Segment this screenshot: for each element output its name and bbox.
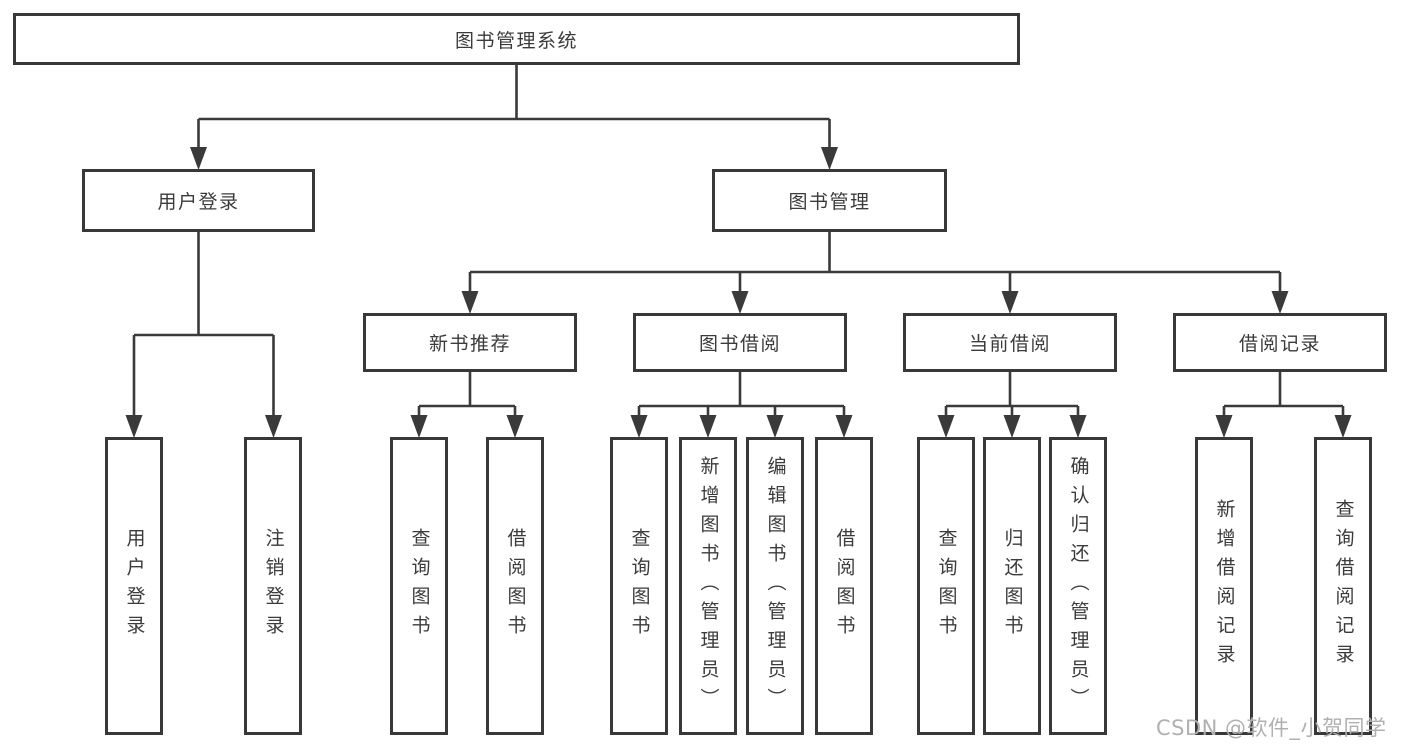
- arrowhead-icon: [265, 415, 282, 438]
- arrowhead-icon: [190, 147, 207, 170]
- node-borrow-books-borrowing: 借阅图书: [815, 437, 873, 735]
- node-add-borrow-record: 新增借阅记录: [1195, 437, 1253, 735]
- node-query-books-current: 查询图书: [917, 437, 975, 735]
- tree-edges: [132, 65, 1345, 433]
- arrowhead-icon: [1003, 415, 1021, 438]
- node-library-management-system: 图书管理系统: [13, 13, 1020, 65]
- node-book-management: 图书管理: [712, 169, 947, 232]
- arrowhead-icon: [410, 415, 428, 438]
- node-user-login: 用户登录: [82, 169, 315, 232]
- node-borrowing-records: 借阅记录: [1173, 313, 1387, 372]
- node-query-borrow-record-label: 查询借阅记录: [1332, 499, 1355, 673]
- node-borrow-books-borrowing-label: 借阅图书: [833, 528, 856, 644]
- node-logout-leaf-label: 注销登录: [262, 528, 285, 644]
- node-return-books-label: 归还图书: [1001, 528, 1024, 644]
- node-return-books: 归还图书: [983, 437, 1041, 735]
- csdn-watermark: CSDN @软件_小贺同学: [1156, 716, 1387, 740]
- arrowhead-icon: [1334, 415, 1352, 438]
- arrowhead-icon: [937, 415, 955, 438]
- node-query-books-borrowing-label: 查询图书: [628, 528, 651, 644]
- arrowhead-icon: [1001, 291, 1019, 314]
- arrowhead-icon: [630, 415, 648, 438]
- arrowhead-icon: [1069, 415, 1087, 438]
- node-confirm-return-admin: 确认归还（管理员）: [1049, 437, 1107, 735]
- node-logout-leaf: 注销登录: [244, 437, 302, 735]
- node-edit-books-admin-label: 编辑图书（管理员）: [764, 455, 787, 717]
- arrowhead-icons: [125, 147, 1352, 438]
- node-add-books-admin-label: 新增图书（管理员）: [697, 455, 720, 717]
- node-borrow-books-recommend: 借阅图书: [486, 437, 544, 735]
- node-query-books-recommend: 查询图书: [390, 437, 448, 735]
- node-confirm-return-admin-label: 确认归还（管理员）: [1067, 455, 1090, 717]
- node-login-leaf-label: 用户登录: [123, 528, 146, 644]
- arrowhead-icon: [125, 415, 143, 438]
- node-add-borrow-record-label: 新增借阅记录: [1213, 499, 1236, 673]
- node-new-book-recommendation: 新书推荐: [363, 313, 577, 372]
- arrowhead-icon: [699, 415, 717, 438]
- arrowhead-icon: [1215, 415, 1233, 438]
- node-current-borrowing: 当前借阅: [903, 313, 1117, 372]
- arrowhead-icon: [461, 291, 479, 314]
- arrowhead-icon: [1271, 291, 1289, 314]
- node-query-borrow-record: 查询借阅记录: [1314, 437, 1372, 735]
- arrowhead-icon: [731, 291, 749, 314]
- node-query-books-recommend-label: 查询图书: [408, 528, 431, 644]
- node-borrow-books-recommend-label: 借阅图书: [504, 528, 527, 644]
- node-login-leaf: 用户登录: [105, 437, 163, 735]
- arrowhead-icon: [821, 147, 838, 170]
- arrowhead-icon: [506, 415, 524, 438]
- arrowhead-icon: [835, 415, 853, 438]
- node-query-books-current-label: 查询图书: [935, 528, 958, 644]
- node-add-books-admin: 新增图书（管理员）: [679, 437, 737, 735]
- node-book-borrowing: 图书借阅: [633, 313, 847, 372]
- arrowhead-icon: [766, 415, 784, 438]
- node-query-books-borrowing: 查询图书: [610, 437, 668, 735]
- node-edit-books-admin: 编辑图书（管理员）: [746, 437, 804, 735]
